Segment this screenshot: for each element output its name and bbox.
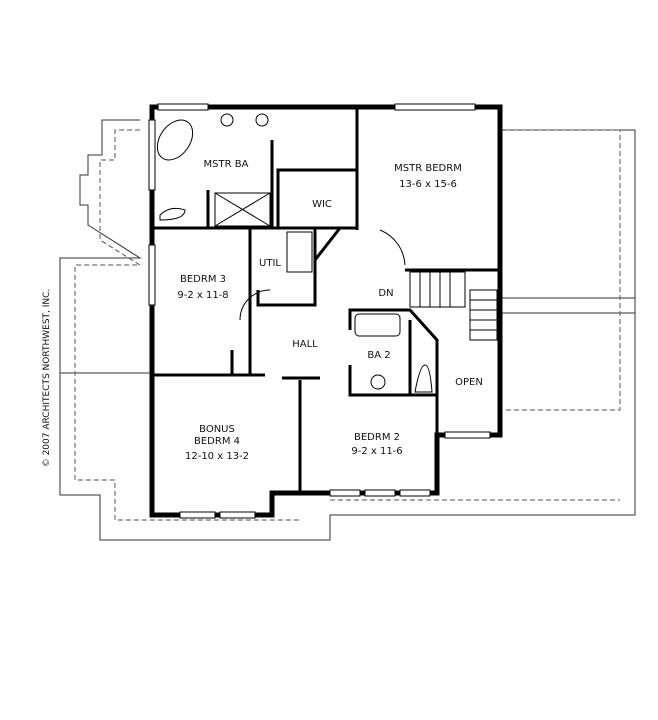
copyright: © 2007 ARCHITECTS NORTHWEST, INC. (42, 289, 52, 468)
roofline (59, 119, 636, 541)
label-wic: WIC (312, 199, 332, 210)
label-bonus: BONUS (199, 424, 235, 435)
size-mstr-bedrm: 13-6 x 15-6 (399, 179, 457, 190)
size-bedrm4: 12-10 x 13-2 (185, 451, 249, 462)
size-bedrm3: 9-2 x 11-8 (177, 290, 228, 301)
label-dn: DN (378, 288, 393, 299)
label-bedrm2: BEDRM 2 (354, 432, 400, 443)
label-bedrm4: BEDRM 4 (194, 436, 240, 447)
interior-walls (152, 107, 500, 493)
label-mstr-bedrm: MSTR BEDRM (394, 163, 462, 174)
stairs (409, 271, 498, 341)
fixtures (156, 113, 433, 393)
label-hall: HALL (292, 339, 318, 350)
windows (148, 103, 491, 519)
label-mstr-ba: MSTR BA (204, 159, 249, 170)
label-util: UTIL (259, 258, 281, 269)
label-bedrm3: BEDRM 3 (180, 274, 226, 285)
room-labels: MSTR BA MSTR BEDRM 13-6 x 15-6 WIC UTIL … (42, 159, 483, 467)
label-ba2: BA 2 (367, 350, 390, 361)
label-open: OPEN (455, 377, 483, 388)
size-bedrm2: 9-2 x 11-6 (351, 446, 402, 457)
